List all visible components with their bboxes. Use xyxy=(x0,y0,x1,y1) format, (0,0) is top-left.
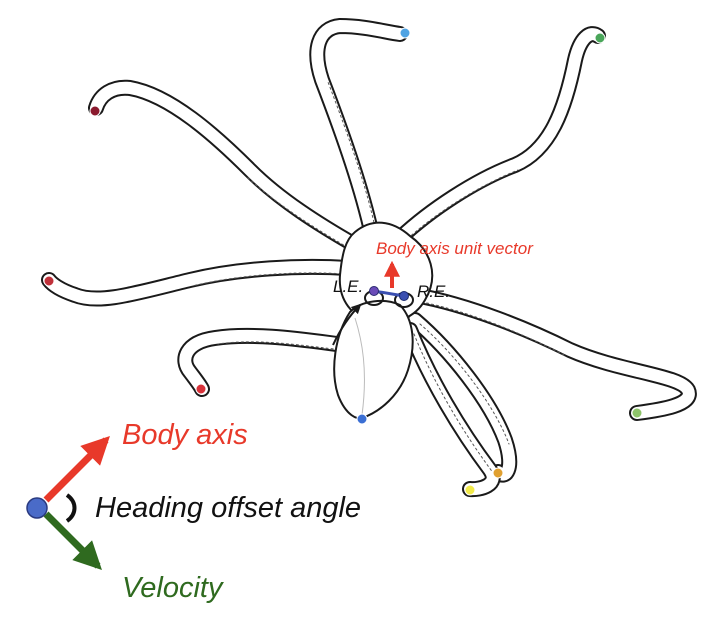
legend: Body axis Heading offset angle Velocity xyxy=(26,419,361,604)
legend-origin-point xyxy=(26,497,48,519)
arm-lower-left xyxy=(177,327,353,397)
arm-lower-right-inner xyxy=(402,322,501,498)
arm-tip-lower-yellow xyxy=(464,484,476,496)
arm-tip-markers xyxy=(43,27,643,496)
legend-body-axis-arrow xyxy=(43,436,110,503)
right-eye-label: R.E. xyxy=(417,282,450,301)
arm-tip-right-green xyxy=(631,407,643,419)
mantle-tip-blue xyxy=(356,413,368,425)
eye-segment xyxy=(373,289,405,298)
right-eye-point xyxy=(399,291,409,301)
arm-top-right xyxy=(392,26,606,246)
eye-pointer-arrow xyxy=(332,303,362,346)
arm-right xyxy=(407,287,697,421)
arm-tip-top-right-green xyxy=(594,32,606,44)
octopus-arms xyxy=(41,18,697,498)
legend-velocity-label: Velocity xyxy=(122,572,224,604)
left-eye-label: L.E. xyxy=(333,277,363,296)
arm-top xyxy=(309,18,408,243)
legend-heading-offset-label: Heading offset angle xyxy=(95,492,361,524)
arm-tip-left-red xyxy=(43,275,55,287)
arm-tip-upper-left-maroon xyxy=(89,105,101,117)
legend-velocity-arrow xyxy=(43,511,102,570)
arm-tip-lower-left-red xyxy=(195,383,207,395)
left-eye-point xyxy=(369,286,379,296)
body-axis-unit-vector-label: Body axis unit vector xyxy=(376,239,534,258)
arm-lower-right-outer xyxy=(407,312,518,483)
arm-tip-lower-orange xyxy=(492,467,504,479)
arm-tip-top-blue xyxy=(399,27,411,39)
heading-offset-angle-arc xyxy=(65,493,77,523)
arm-upper-left xyxy=(88,79,363,253)
octopus-mantle xyxy=(333,299,414,420)
legend-body-axis-label: Body axis xyxy=(122,419,248,451)
arm-left xyxy=(41,258,356,307)
